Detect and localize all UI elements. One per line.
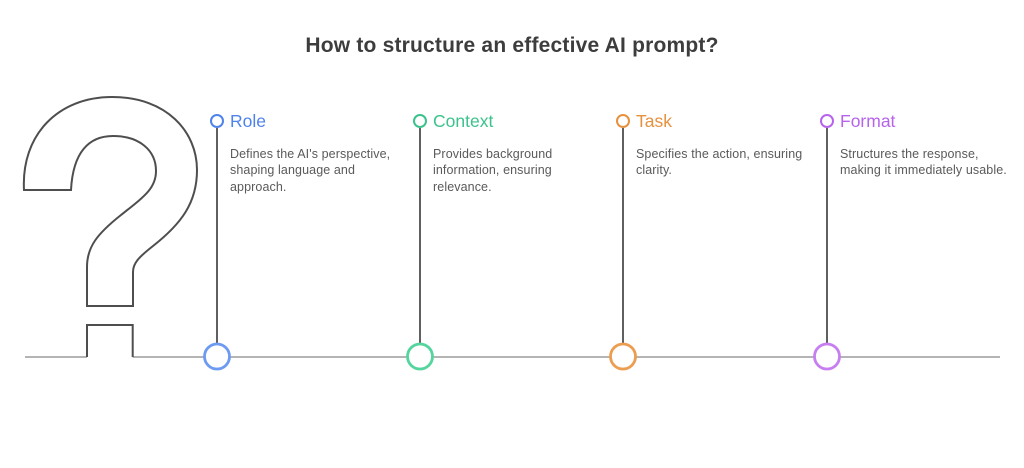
- column-context-description: Provides background information, ensurin…: [433, 146, 553, 194]
- top-node-role: [210, 114, 224, 128]
- baseline-node-context: [406, 342, 434, 371]
- column-format-description: Structures the response, making it immed…: [840, 146, 1007, 178]
- column-format: Format Structures the response, making i…: [840, 111, 1008, 179]
- column-context-label: Context: [433, 111, 494, 131]
- column-role-description: Defines the AI's perspective, shaping la…: [230, 146, 391, 194]
- column-task-description: Specifies the action, ensuring clarity.: [636, 146, 803, 178]
- baseline-node-role: [203, 342, 231, 371]
- column-context: Context Provides background information,…: [433, 111, 601, 195]
- column-task: Task Specifies the action, ensuring clar…: [636, 111, 804, 179]
- top-node-context: [413, 114, 427, 128]
- top-node-format: [820, 114, 834, 128]
- question-mark-dot: [86, 324, 134, 357]
- baseline-node-task: [609, 342, 637, 371]
- column-task-label: Task: [636, 111, 672, 131]
- baseline-node-format: [813, 342, 841, 371]
- question-mark-icon: [22, 95, 199, 307]
- column-role: Role Defines the AI's perspective, shapi…: [230, 111, 398, 195]
- page-title: How to structure an effective AI prompt?: [305, 34, 719, 57]
- column-role-label: Role: [230, 111, 266, 131]
- top-node-task: [616, 114, 630, 128]
- column-format-label: Format: [840, 111, 896, 131]
